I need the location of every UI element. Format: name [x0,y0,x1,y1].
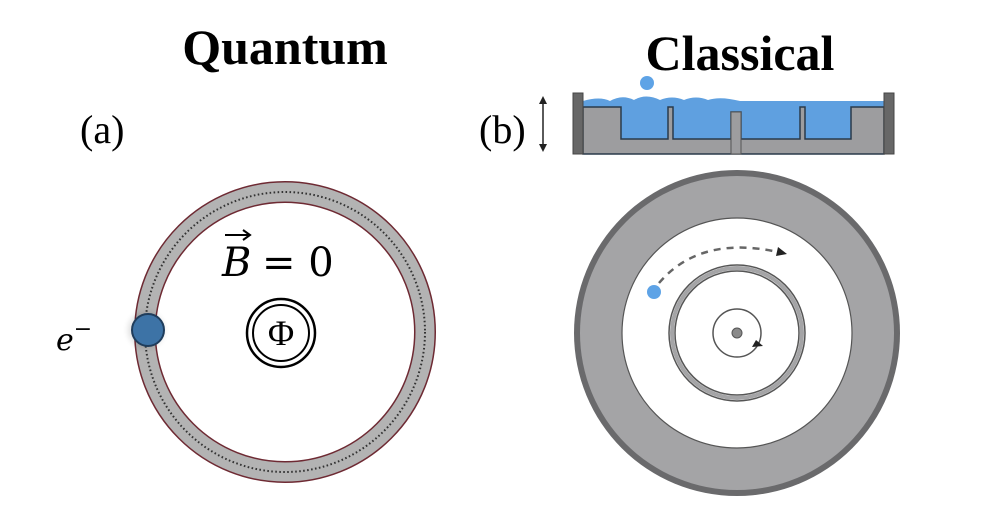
panel-a-label: (a) [80,107,124,152]
height-arrow-up-icon [539,96,547,104]
classical-title: Classical [646,25,835,81]
inner-ring-outer-edge [668,264,806,402]
inner-ring-inner-edge [674,270,800,396]
field-symbol: B [221,240,251,286]
vector-arrow-head-icon [242,229,252,241]
electron-symbol: e [56,323,74,358]
tank-side-view [539,76,895,155]
droplet-trajectory [658,246,779,284]
electron-label: e− [56,317,92,358]
trajectory-arrow-icon [776,247,787,256]
left-wall [572,92,584,155]
quantum-title: Quantum [182,19,388,75]
flux-inner-circle [252,304,310,362]
tank-top-view [574,170,900,496]
central-pillar [731,327,743,339]
electron-charge: − [74,317,92,342]
field-equation: B = 0 [221,229,334,286]
field-equation-value: = 0 [262,240,334,286]
walking-droplet-side [640,76,654,90]
vortex-circulation-path [712,308,762,358]
inner-ring-body [670,266,804,400]
electron [128,312,165,348]
height-arrow-down-icon [539,144,547,152]
flux-outer-circle [245,297,317,369]
right-wall [883,92,895,155]
walking-droplet-top [647,285,661,299]
flux-marker: Φ [245,297,317,369]
panel-b-label: (b) [479,107,526,152]
vortex-arrow-icon [752,340,763,347]
center-pillar [730,111,742,155]
ring-dotted-path [144,191,426,473]
flux-symbol: Φ [268,313,294,353]
electron-dot [131,313,165,347]
